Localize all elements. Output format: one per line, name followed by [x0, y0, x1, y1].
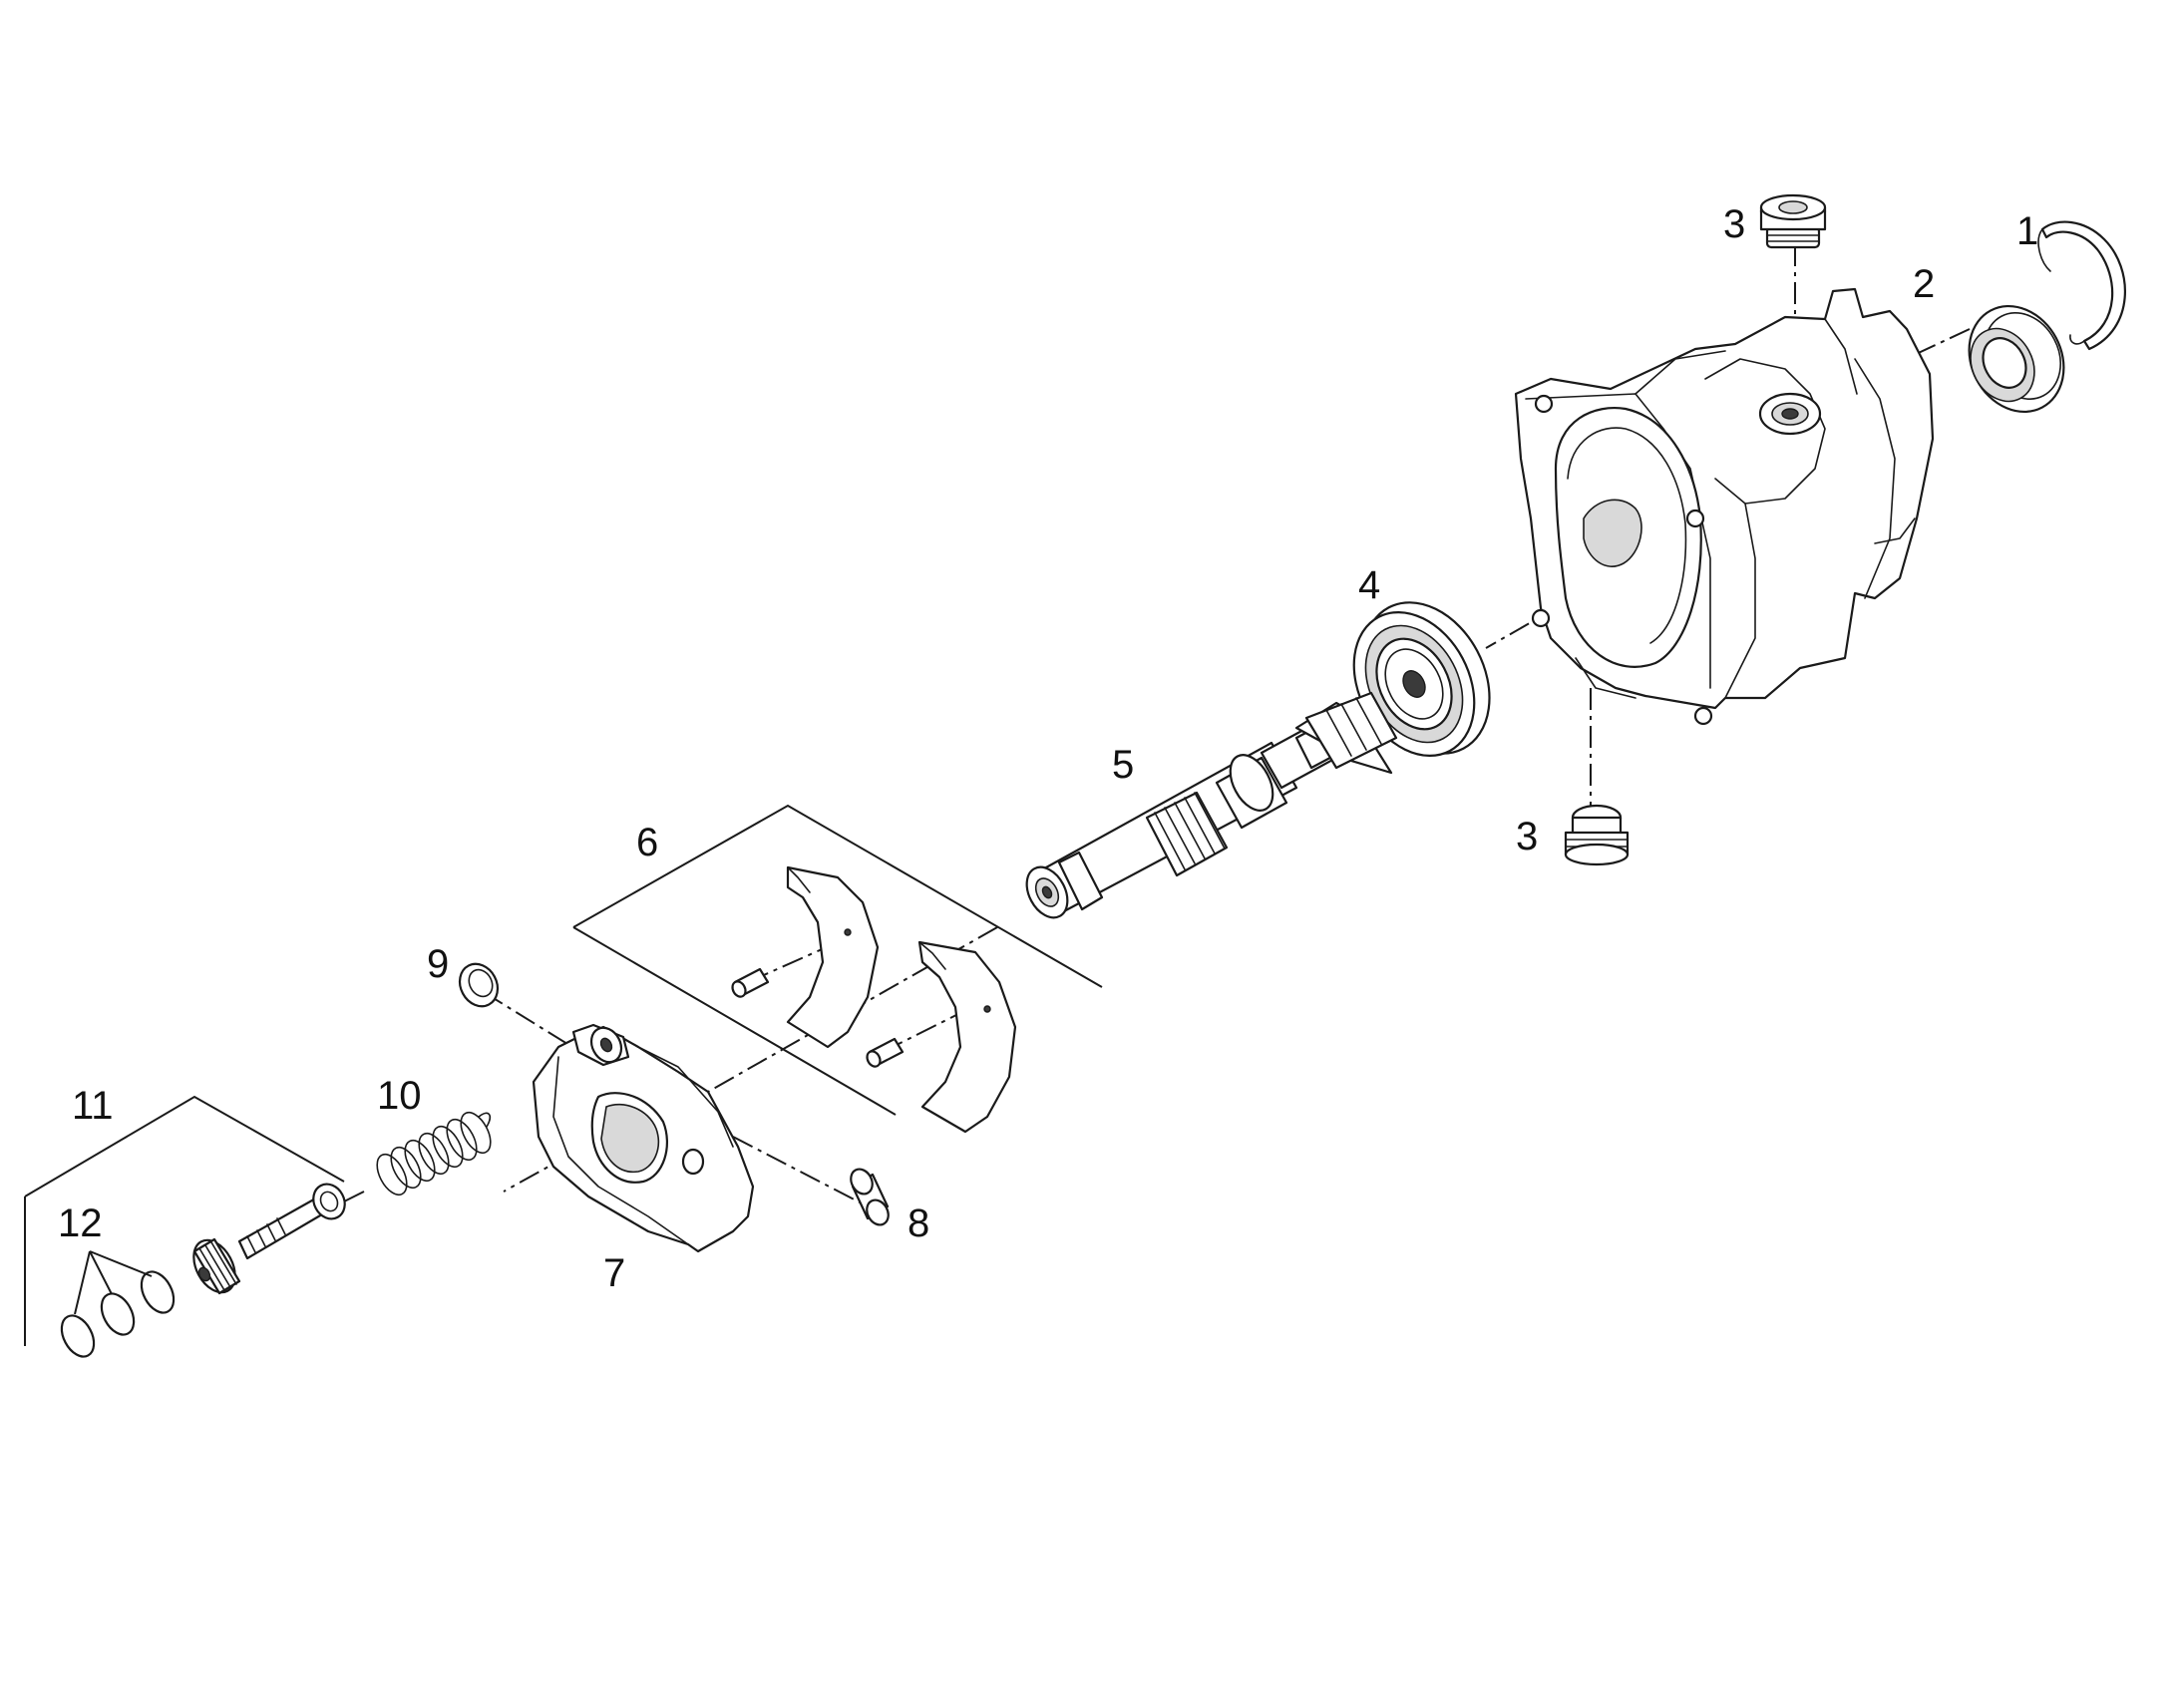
- swash-plate-part: [532, 1023, 755, 1253]
- callout-6: 6: [636, 821, 658, 864]
- ball-bearing-part: [1352, 601, 1491, 758]
- callout-2: 2: [1913, 262, 1935, 306]
- callout-9: 9: [427, 942, 449, 986]
- callout-3-top: 3: [1723, 202, 1745, 246]
- o-rings-part: [60, 1250, 176, 1358]
- callout-1: 1: [2016, 209, 2038, 253]
- drive-shaft-part: [1025, 691, 1398, 919]
- callout-7: 7: [603, 1251, 625, 1295]
- callout-labels: 1 2 3 3 4 5 6 7 8 9 10 11 12: [58, 202, 2038, 1295]
- callout-12: 12: [58, 1201, 103, 1245]
- snap-ring-part: [458, 962, 500, 1008]
- retaining-ring-part: [2037, 220, 2126, 351]
- plug-bottom-part: [1564, 804, 1630, 866]
- callout-10: 10: [377, 1074, 422, 1118]
- callout-5: 5: [1112, 743, 1134, 787]
- shaft-seal-part: [1968, 304, 2065, 414]
- control-rod-part: [24, 1095, 346, 1346]
- pin-part: [850, 1168, 890, 1226]
- plug-top-part: [1759, 193, 1827, 249]
- callout-8: 8: [908, 1201, 929, 1245]
- callout-11: 11: [72, 1084, 114, 1128]
- spring-part: [376, 1111, 492, 1196]
- pump-housing-part: [1514, 287, 1935, 726]
- bearing-shoes-part: [572, 804, 1103, 1134]
- callout-4: 4: [1358, 563, 1380, 607]
- callout-3-bottom: 3: [1516, 815, 1538, 858]
